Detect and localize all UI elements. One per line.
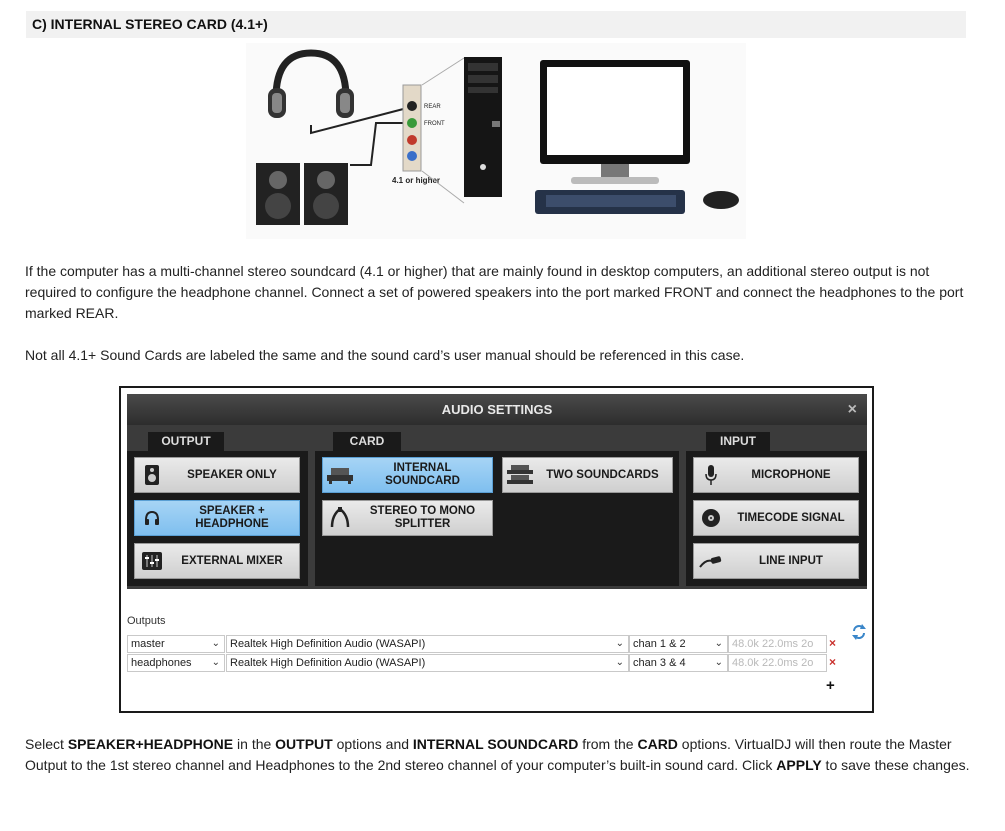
two-soundcards-button[interactable]: TWO SOUNDCARDS xyxy=(502,457,673,493)
vinyl-icon xyxy=(694,508,728,528)
microphone-icon xyxy=(694,464,728,486)
line-cable-icon xyxy=(694,553,728,569)
front-port-label: FRONT xyxy=(424,121,445,127)
output-group: SPEAKER ONLY SPEAKER + HEADPHONE EXTERNA… xyxy=(127,451,308,586)
computer-tower-illustration xyxy=(464,57,502,197)
close-icon[interactable]: × xyxy=(847,401,857,418)
output-format-field: 48.0k 22.0ms 2o xyxy=(728,635,827,653)
output-channel-select[interactable]: chan 3 & 4⌄ xyxy=(629,654,728,672)
headphone-icon xyxy=(135,509,169,527)
rear-port-label: REAR xyxy=(424,104,441,110)
illustration-caption: 4.1 or higher xyxy=(392,176,440,185)
outputs-label: Outputs xyxy=(127,615,166,627)
stereo-to-mono-label: STEREO TO MONO SPLITTER xyxy=(369,505,476,530)
mixer-icon xyxy=(135,552,169,570)
dialog-title: AUDIO SETTINGS xyxy=(441,402,553,417)
two-soundcards-icon xyxy=(503,465,537,485)
speaker-only-label: SPEAKER ONLY xyxy=(187,468,277,481)
external-mixer-button[interactable]: EXTERNAL MIXER xyxy=(134,543,300,579)
add-output-button[interactable]: + xyxy=(826,677,835,694)
output-channel-select[interactable]: chan 1 & 2⌄ xyxy=(629,635,728,653)
refresh-icon[interactable] xyxy=(851,623,867,646)
tab-output: OUTPUT xyxy=(148,432,224,451)
internal-soundcard-label: INTERNAL SOUNDCARD xyxy=(385,462,460,487)
mouse-illustration xyxy=(703,191,739,209)
line-input-label: LINE INPUT xyxy=(759,554,823,567)
chevron-down-icon: ⌄ xyxy=(211,638,220,649)
timecode-signal-button[interactable]: TIMECODE SIGNAL xyxy=(693,500,859,536)
headphones-illustration-icon xyxy=(268,49,354,118)
two-soundcards-label: TWO SOUNDCARDS xyxy=(546,468,659,481)
tab-input: INPUT xyxy=(706,432,770,451)
speaker-headphone-label: SPEAKER + HEADPHONE xyxy=(195,505,269,530)
output-format-field: 48.0k 22.0ms 2o xyxy=(728,654,827,672)
instructions-paragraph: Select SPEAKER+HEADPHONE in the OUTPUT o… xyxy=(25,736,970,773)
chevron-down-icon: ⌄ xyxy=(714,638,723,649)
chevron-down-icon: ⌄ xyxy=(714,657,723,668)
section-title: C) INTERNAL STEREO CARD (4.1+) xyxy=(26,11,966,38)
delete-row-icon[interactable]: × xyxy=(829,655,837,669)
speakers-illustration-icon xyxy=(256,163,348,225)
external-mixer-label: EXTERNAL MIXER xyxy=(181,554,283,567)
output-name-select[interactable]: headphones⌄ xyxy=(127,654,225,672)
internal-soundcard-button[interactable]: INTERNAL SOUNDCARD xyxy=(322,457,493,493)
setup-illustration: REAR FRONT 4.1 or higher xyxy=(246,43,746,239)
speaker-icon xyxy=(135,464,169,486)
card-group: INTERNAL SOUNDCARD TWO SOUNDCARDS STEREO… xyxy=(315,451,679,586)
stereo-to-mono-splitter-button[interactable]: STEREO TO MONO SPLITTER xyxy=(322,500,493,536)
dialog-title-bar: AUDIO SETTINGS × xyxy=(127,394,867,425)
tab-card: CARD xyxy=(333,432,401,451)
microphone-button[interactable]: MICROPHONE xyxy=(693,457,859,493)
chevron-down-icon: ⌄ xyxy=(211,657,220,668)
chevron-down-icon: ⌄ xyxy=(615,657,624,668)
microphone-label: MICROPHONE xyxy=(751,468,831,481)
delete-row-icon[interactable]: × xyxy=(829,636,837,650)
chevron-down-icon: ⌄ xyxy=(615,638,624,649)
line-input-button[interactable]: LINE INPUT xyxy=(693,543,859,579)
port-panel-illustration: REAR FRONT 4.1 or higher xyxy=(392,84,445,185)
soundcard-icon xyxy=(323,466,357,484)
timecode-signal-label: TIMECODE SIGNAL xyxy=(737,511,845,524)
speaker-only-button[interactable]: SPEAKER ONLY xyxy=(134,457,300,493)
monitor-illustration xyxy=(540,60,690,184)
output-device-select[interactable]: Realtek High Definition Audio (WASAPI)⌄ xyxy=(226,635,629,653)
output-name-select[interactable]: master⌄ xyxy=(127,635,225,653)
input-group: MICROPHONE TIMECODE SIGNAL LINE INPUT xyxy=(686,451,867,586)
speaker-headphone-button[interactable]: SPEAKER + HEADPHONE xyxy=(134,500,300,536)
splitter-cable-icon xyxy=(323,507,357,529)
output-device-select[interactable]: Realtek High Definition Audio (WASAPI)⌄ xyxy=(226,654,629,672)
audio-settings-dialog: AUDIO SETTINGS × OUTPUT SPEAKER ONLY SPE… xyxy=(119,386,874,713)
intro-paragraph: If the computer has a multi-channel ster… xyxy=(25,263,964,321)
keyboard-illustration xyxy=(535,190,685,214)
note-paragraph: Not all 4.1+ Sound Cards are labeled the… xyxy=(25,347,745,363)
audio-settings-panel: AUDIO SETTINGS × OUTPUT SPEAKER ONLY SPE… xyxy=(127,394,867,589)
